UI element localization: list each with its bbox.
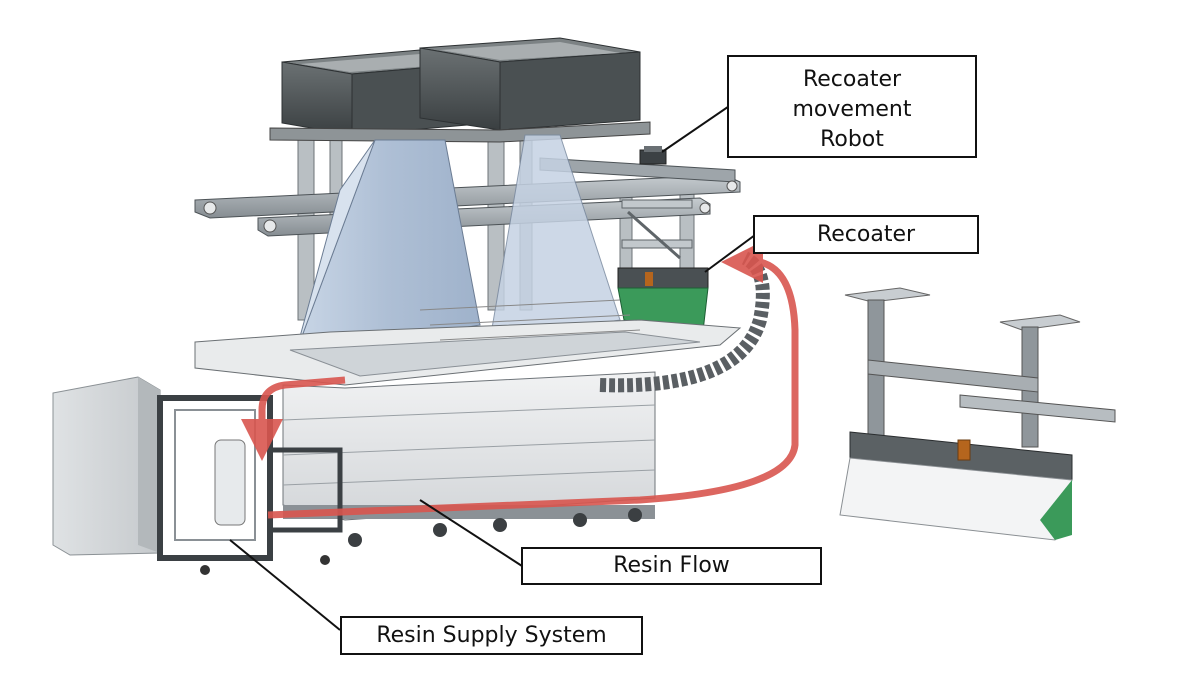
callout-recoater: Recoater — [753, 215, 979, 254]
build-platform — [194, 299, 742, 386]
caster-wheels — [348, 508, 642, 547]
callout-resin-flow: Resin Flow — [521, 547, 822, 585]
projector-hood-right — [489, 134, 621, 341]
recoater-side-frame — [621, 199, 693, 260]
main-machine — [194, 37, 770, 547]
callout-recoater-movement-robot: Recoater movement Robot — [727, 55, 977, 158]
callout-resin-supply-system: Resin Supply System — [340, 616, 643, 655]
recoater-robot-carriage — [639, 146, 667, 165]
rail-end-caps — [203, 180, 738, 233]
resin-flow-arrow — [241, 376, 346, 461]
hopper-right — [419, 37, 641, 131]
resin-tank — [282, 371, 656, 521]
resin-supply-system — [52, 376, 343, 575]
cable-carrier-chain — [599, 251, 770, 393]
projector-hood-left — [294, 139, 481, 356]
gantry-rails — [194, 157, 741, 237]
leader-lines — [229, 84, 761, 631]
recoater-detail-view — [839, 287, 1116, 541]
resin-flow-arrow-return — [267, 241, 799, 519]
